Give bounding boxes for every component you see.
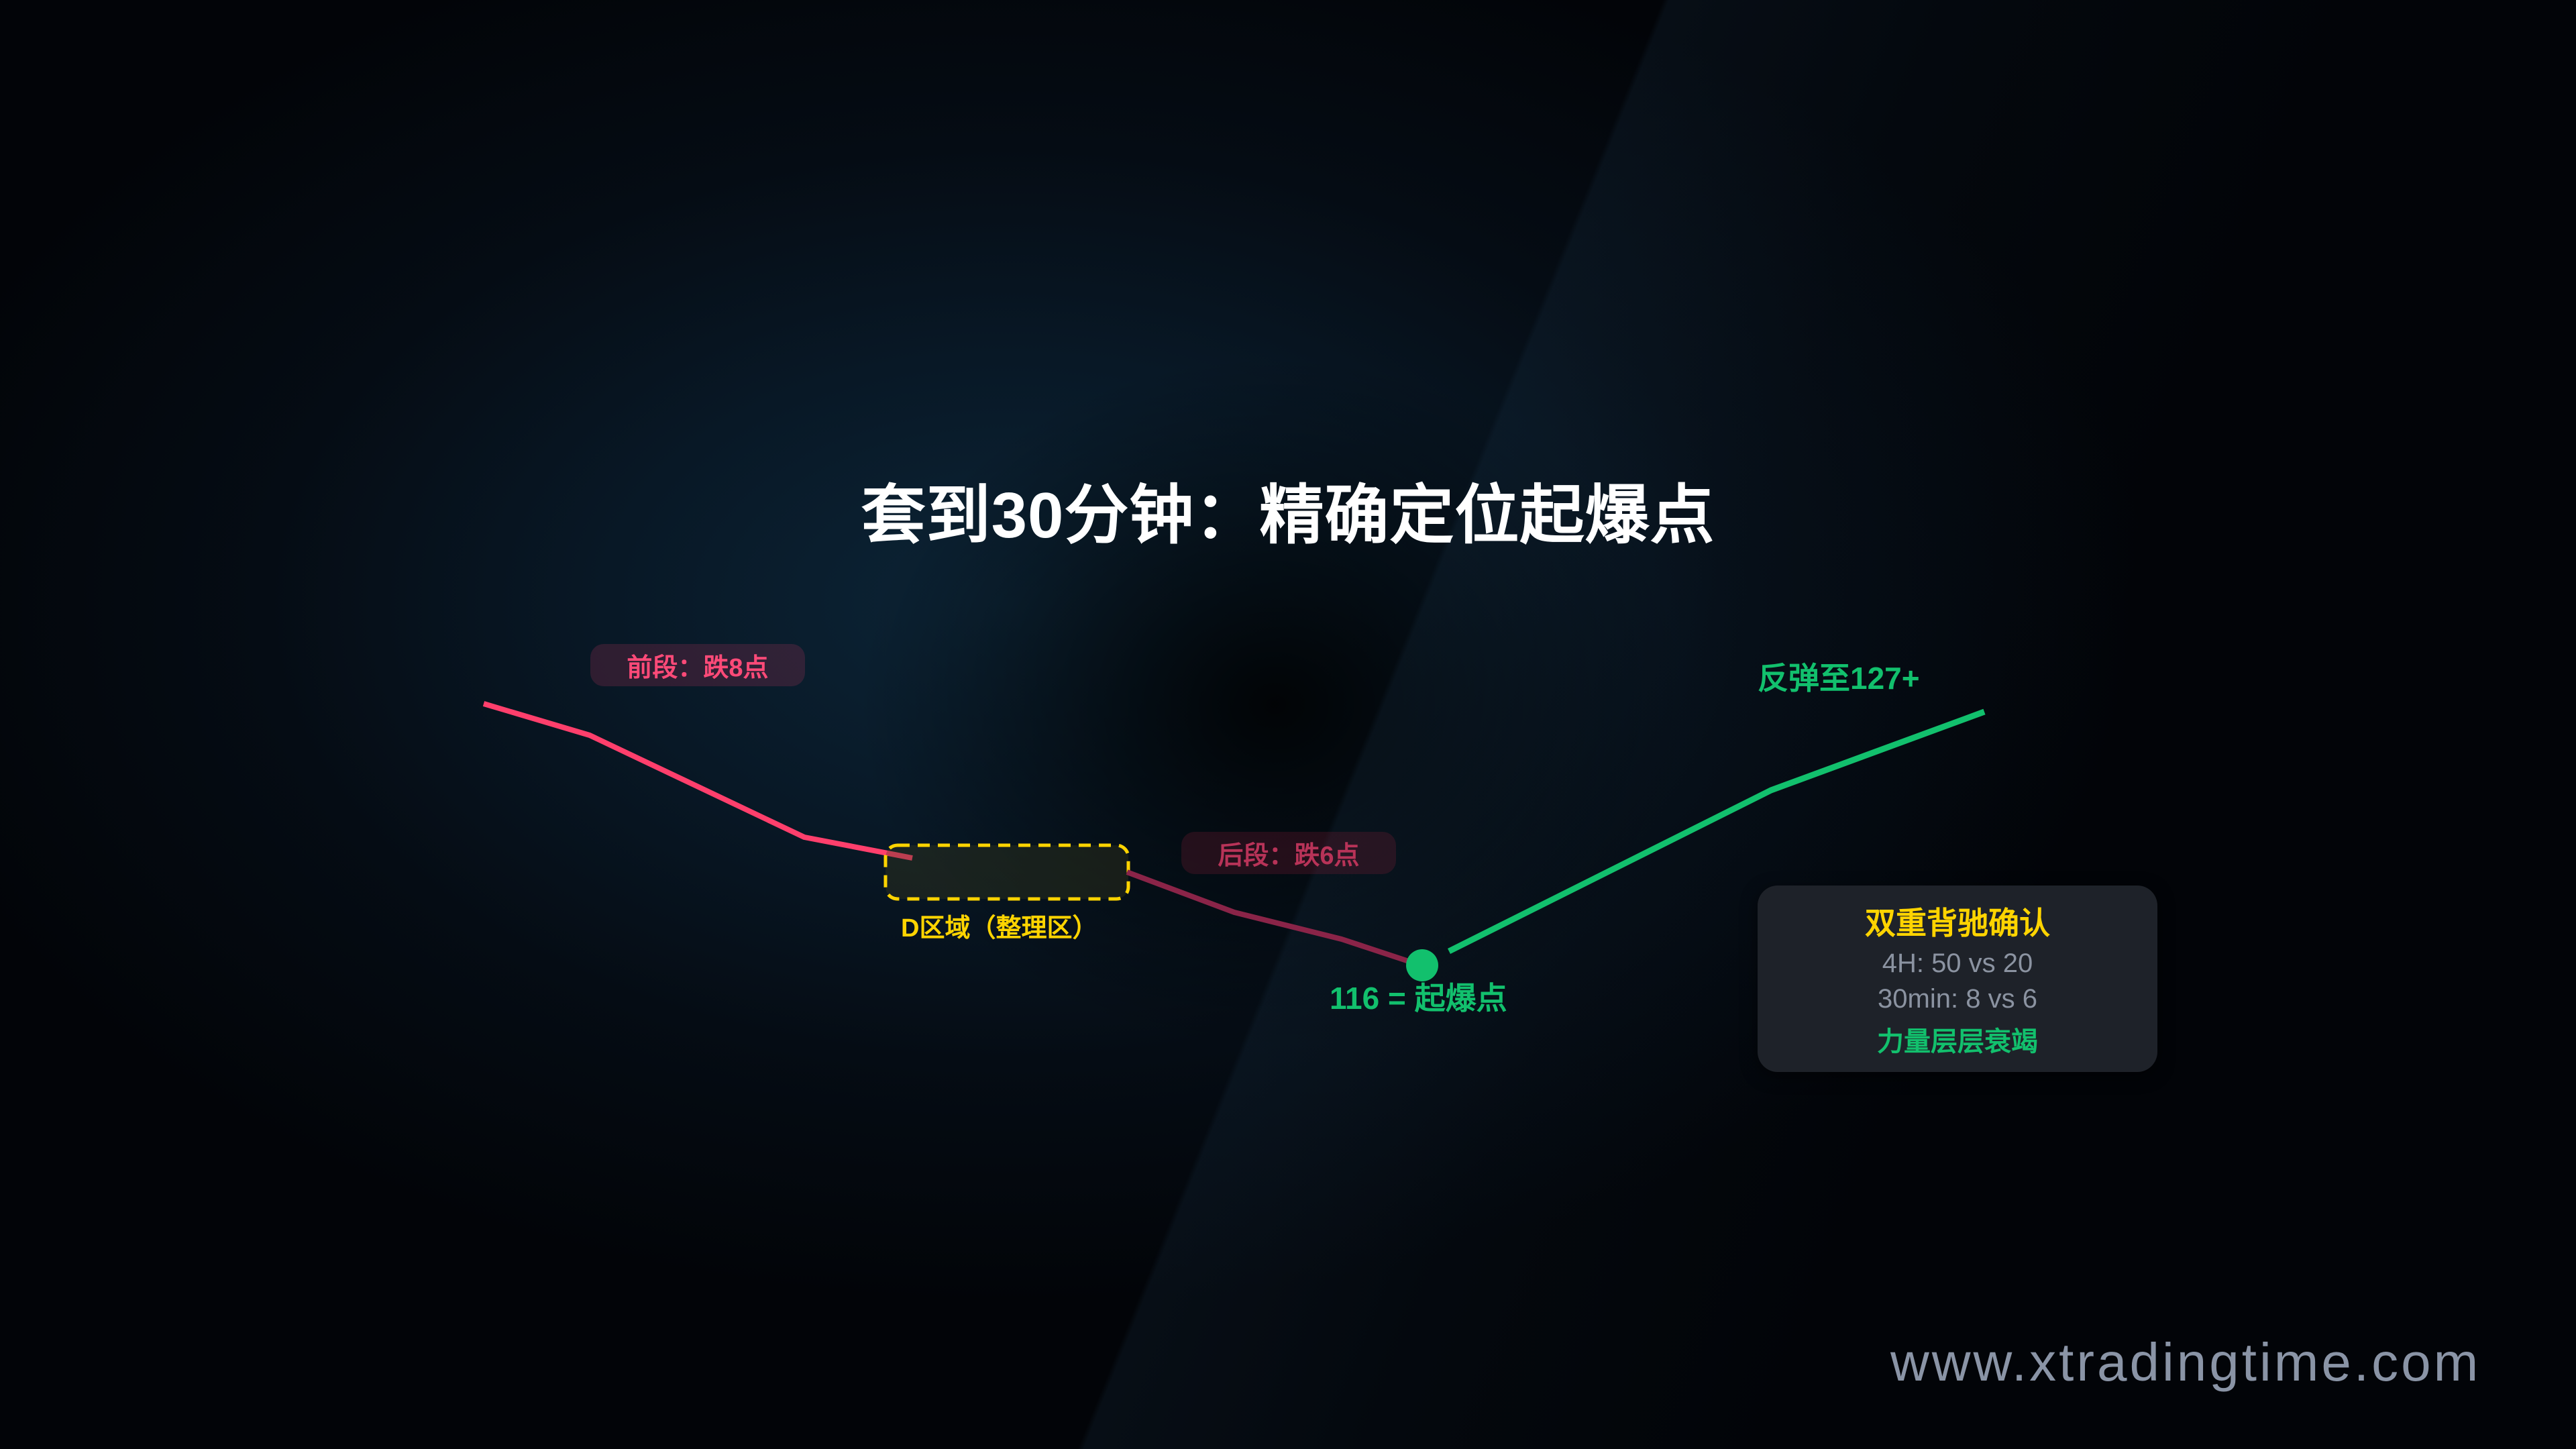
d-zone-box [883, 843, 1130, 901]
divergence-card: 双重背驰确认 4H: 50 vs 20 30min: 8 vs 6 力量层层衰竭 [1758, 885, 2157, 1072]
front-segment-line [482, 701, 913, 861]
d-zone-label: D区域（整理区） [901, 914, 1098, 943]
breakout-point-dot [1406, 949, 1438, 981]
card-title: 双重背驰确认 [1865, 906, 2050, 941]
rebound-label: 反弹至127+ [1758, 661, 1920, 696]
back-segment-badge: 后段：跌6点 [1181, 832, 1396, 874]
back-segment-line [1126, 869, 1410, 964]
card-line-30min: 30min: 8 vs 6 [1878, 984, 2037, 1014]
breakout-label: 116 = 起爆点 [1330, 981, 1507, 1016]
card-footer: 力量层层衰竭 [1877, 1027, 2038, 1057]
card-line-4h: 4H: 50 vs 20 [1882, 949, 2033, 978]
front-segment-badge: 前段：跌8点 [590, 644, 805, 686]
page-title: 套到30分钟：精确定位起爆点 [861, 480, 1715, 551]
rebound-line [1447, 708, 1986, 955]
watermark: www.xtradingtime.com [1890, 1332, 2481, 1392]
